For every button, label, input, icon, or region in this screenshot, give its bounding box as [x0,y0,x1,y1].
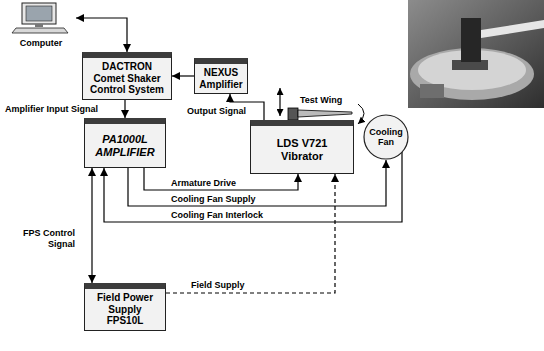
part-label: Test Wing [300,95,342,106]
signal-connector [166,174,335,293]
signal-amplifier-box: NEXUS Amplifier [194,58,248,94]
field-supply-box: Field Power Supply FPS10L [84,283,166,331]
cooling-fan-circle: Cooling Fan [363,114,409,160]
signal-connector [124,100,125,118]
test-photo [408,0,544,108]
signal-label: Cooling Fan Interlock [170,210,264,221]
power-amplifier-box: PA1000L AMPLIFIER [84,118,166,168]
signal-label: FPS Control Signal [8,228,76,250]
signal-connector [76,18,127,52]
signal-label: Armature Drive [170,178,237,189]
vibrator-box: LDS V721 Vibrator [250,120,354,174]
photo-ground [408,0,544,108]
signal-label: Output Signal [186,106,247,117]
node-text: Field Power Supply FPS10L [89,292,161,327]
signal-label: Field Supply [190,280,246,291]
wing-mount [288,108,298,120]
photo-fixture [461,18,481,62]
monitor-screen [26,6,52,21]
photo-clamp [420,84,444,98]
computer-icon [6,2,76,34]
computer-node: Computer [6,2,76,50]
node-text: DACTRON Comet Shaker Control System [87,61,167,96]
signal-label: Amplifier Input Signal [4,104,99,115]
monitor-stand [35,24,43,27]
keyboard [12,28,68,33]
monitor-frame [22,3,56,24]
test-wing-figure [280,88,364,124]
motion-arrow [279,88,280,116]
photo-wing [481,20,544,38]
signal-connector [91,168,92,283]
signal-connector [172,75,194,76]
node-text: LDS V721 Vibrator [255,137,349,162]
fan-outline [364,115,408,159]
test-wing-shape [298,110,352,117]
node-text: Cooling Fan [363,127,409,148]
node-text: PA1000L AMPLIFIER [89,133,161,158]
twist-arrow [358,104,364,124]
signal-label: Cooling Fan Supply [170,194,257,205]
controller-box: DACTRON Comet Shaker Control System [82,52,172,100]
node-text: Computer [6,38,76,48]
node-text: NEXUS Amplifier [199,67,243,90]
